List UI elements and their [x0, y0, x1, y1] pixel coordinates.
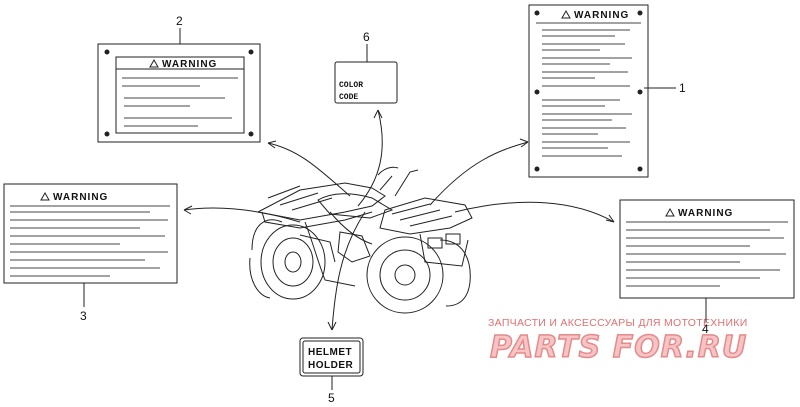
callout-number-6: 6	[363, 30, 370, 44]
helmet-holder-label-5: HELMET HOLDER	[299, 337, 364, 377]
label-4-heading: WARNING	[678, 208, 733, 219]
warning-triangle-icon	[665, 207, 675, 217]
watermark-tagline: ЗАПЧАСТИ И АКСЕССУАРЫ ДЛЯ МОТОТЕХНИКИ	[488, 317, 748, 329]
warning-label-4: WARNING	[619, 199, 795, 299]
label-3-heading: WARNING	[53, 192, 108, 203]
watermark-logo: PARTS FOR.RU	[490, 330, 747, 365]
warning-label-1: WARNING	[528, 4, 649, 178]
callout-number-3: 3	[80, 309, 87, 323]
callout-number-2: 2	[176, 14, 183, 28]
color-code-label-6: COLOR CODE	[334, 61, 398, 104]
label-6-line2: CODE	[339, 93, 358, 102]
warning-triangle-icon	[40, 191, 50, 201]
warning-triangle-icon	[561, 9, 571, 19]
atv-illustration	[249, 166, 473, 314]
leader-arrows	[183, 109, 615, 331]
callout-number-1: 1	[679, 81, 686, 95]
watermark: ЗАПЧАСТИ И АКСЕССУАРЫ ДЛЯ МОТОТЕХНИКИ PA…	[488, 317, 748, 366]
label-6-line1: COLOR	[339, 81, 363, 90]
label-5-line1: HELMET	[308, 347, 352, 358]
label-2-heading: WARNING	[162, 59, 217, 70]
label-5-line2: HOLDER	[308, 360, 354, 371]
warning-triangle-icon	[149, 58, 159, 68]
label-1-heading: WARNING	[574, 10, 629, 21]
warning-label-2: WARNING	[97, 43, 261, 143]
warning-label-3: WARNING	[3, 183, 178, 284]
callout-number-4: 4	[702, 322, 709, 336]
callout-number-5: 5	[328, 391, 335, 405]
